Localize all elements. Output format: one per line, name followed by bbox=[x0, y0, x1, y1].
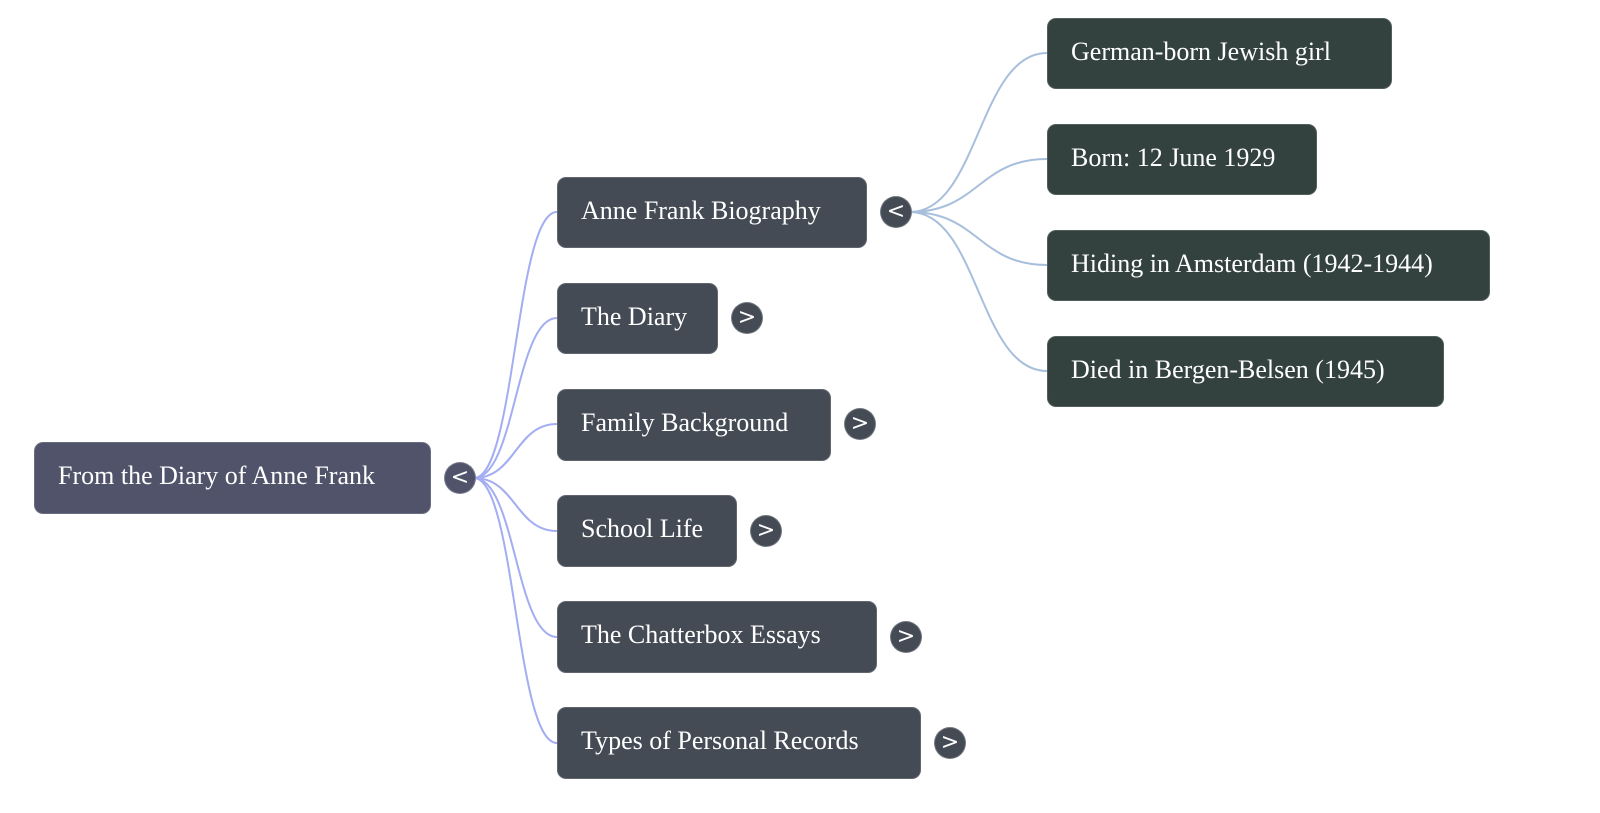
node-died-in-bergen-belsen[interactable]: Died in Bergen-Belsen (1945) bbox=[1047, 336, 1444, 407]
chevron-right-icon: > bbox=[737, 304, 757, 330]
node-german-born-jewish-girl[interactable]: German-born Jewish girl bbox=[1047, 18, 1392, 89]
school-life-expand-toggle[interactable]: > bbox=[750, 515, 782, 547]
node-born-date[interactable]: Born: 12 June 1929 bbox=[1047, 124, 1317, 195]
connector-biography-to-child-0 bbox=[909, 52, 1048, 213]
types-of-personal-records-expand-toggle[interactable]: > bbox=[934, 727, 966, 759]
connector-root-to-child-4 bbox=[473, 477, 558, 638]
chevron-right-icon: > bbox=[896, 623, 916, 649]
root-collapse-toggle[interactable]: < bbox=[444, 462, 476, 494]
node-label: The Diary bbox=[581, 301, 688, 331]
connector-root-to-child-2 bbox=[473, 423, 558, 479]
biography-connectors bbox=[909, 52, 1048, 372]
node-label: Family Background bbox=[581, 408, 789, 437]
chevron-right-icon: > bbox=[756, 517, 776, 543]
node-label: Born: 12 June 1929 bbox=[1071, 142, 1276, 172]
node-family-background[interactable]: Family Background bbox=[557, 389, 831, 461]
connector-root-to-child-0 bbox=[473, 211, 558, 479]
connector-biography-to-child-3 bbox=[909, 211, 1048, 372]
node-the-diary[interactable]: The Diary bbox=[557, 283, 718, 354]
node-anne-frank-biography[interactable]: Anne Frank Biography bbox=[557, 177, 867, 248]
node-hiding-in-amsterdam[interactable]: Hiding in Amsterdam (1942-1944) bbox=[1047, 230, 1490, 301]
chevron-left-icon: < bbox=[450, 464, 470, 490]
connector-biography-to-child-2 bbox=[909, 211, 1048, 266]
connector-root-to-child-5 bbox=[473, 477, 558, 744]
node-label: School Life bbox=[581, 514, 704, 543]
node-label: Anne Frank Biography bbox=[581, 195, 821, 225]
node-label: German-born Jewish girl bbox=[1071, 36, 1331, 66]
node-label: Hiding in Amsterdam (1942-1944) bbox=[1071, 248, 1433, 278]
connector-root-to-child-1 bbox=[473, 317, 558, 479]
node-the-chatterbox-essays[interactable]: The Chatterbox Essays bbox=[557, 601, 877, 673]
connector-root-to-child-3 bbox=[473, 477, 558, 532]
node-label: Died in Bergen-Belsen (1945) bbox=[1071, 354, 1385, 384]
family-background-expand-toggle[interactable]: > bbox=[844, 408, 876, 440]
node-label: The Chatterbox Essays bbox=[581, 620, 821, 649]
node-label: Types of Personal Records bbox=[581, 726, 859, 755]
root-node[interactable]: From the Diary of Anne Frank bbox=[34, 442, 431, 514]
chevron-right-icon: > bbox=[940, 729, 960, 755]
biography-collapse-toggle[interactable]: < bbox=[880, 196, 912, 228]
chevron-left-icon: < bbox=[886, 198, 906, 224]
node-types-of-personal-records[interactable]: Types of Personal Records bbox=[557, 707, 921, 779]
the-diary-expand-toggle[interactable]: > bbox=[731, 302, 763, 334]
root-node-label: From the Diary of Anne Frank bbox=[58, 461, 376, 490]
chevron-right-icon: > bbox=[850, 410, 870, 436]
chatterbox-essays-expand-toggle[interactable]: > bbox=[890, 621, 922, 653]
node-school-life[interactable]: School Life bbox=[557, 495, 737, 567]
root-connectors bbox=[473, 211, 558, 744]
connector-biography-to-child-1 bbox=[909, 158, 1048, 213]
